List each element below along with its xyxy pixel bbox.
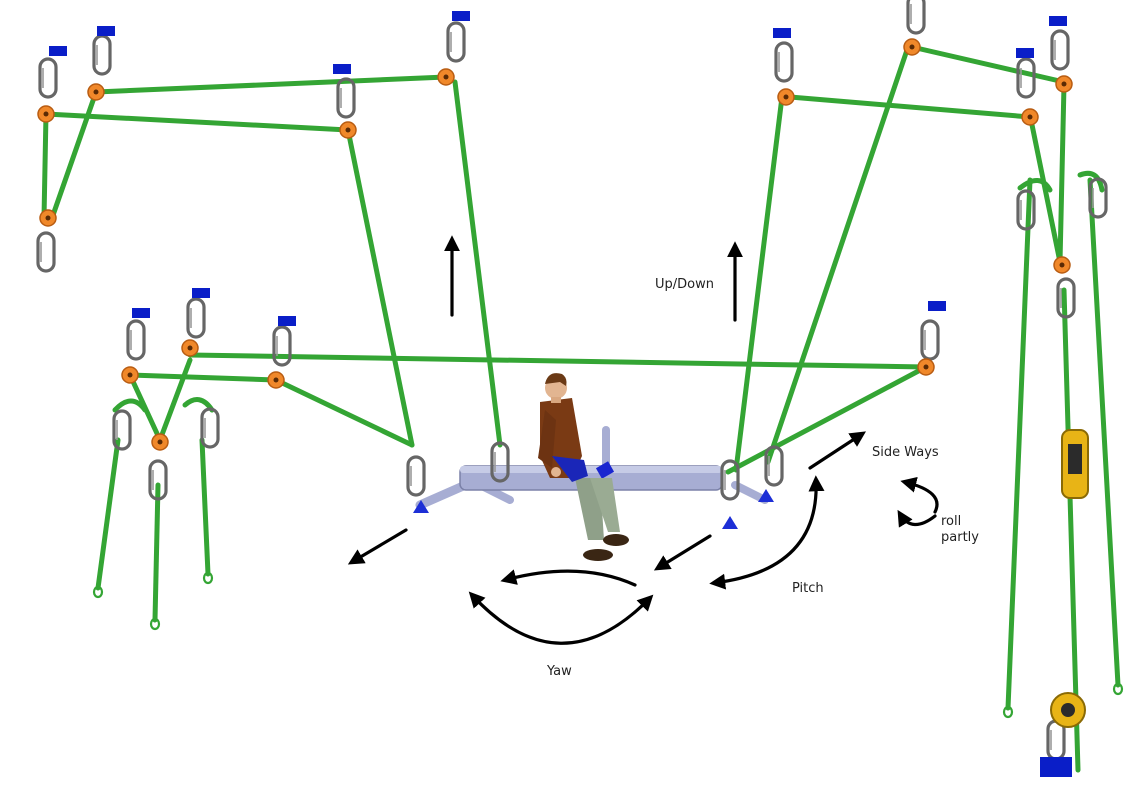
side-ways-label: Side Ways bbox=[872, 445, 939, 460]
motion-arrows bbox=[347, 235, 939, 645]
pitch-label: Pitch bbox=[792, 581, 824, 596]
person-figure bbox=[538, 373, 629, 561]
yaw-label: Yaw bbox=[547, 664, 572, 679]
roll-arrow bbox=[900, 476, 939, 514]
center-diagonal-arrow bbox=[653, 534, 712, 571]
rope-end-loops bbox=[92, 571, 1124, 719]
up-down-label: Up/Down bbox=[655, 277, 714, 292]
pitch-arc-arrow bbox=[709, 475, 825, 590]
rope-lines bbox=[41, 44, 1121, 773]
yaw-arc-arrow bbox=[468, 591, 654, 645]
roll-label: roll partly bbox=[941, 514, 979, 545]
rope-clamps bbox=[1050, 429, 1089, 728]
yaw-upper-arrow bbox=[500, 569, 637, 587]
roll-arrow-2 bbox=[897, 509, 937, 528]
sideways-arrow bbox=[808, 431, 867, 470]
anchor-markers bbox=[49, 11, 1072, 777]
left-diagonal-arrow bbox=[347, 528, 408, 565]
